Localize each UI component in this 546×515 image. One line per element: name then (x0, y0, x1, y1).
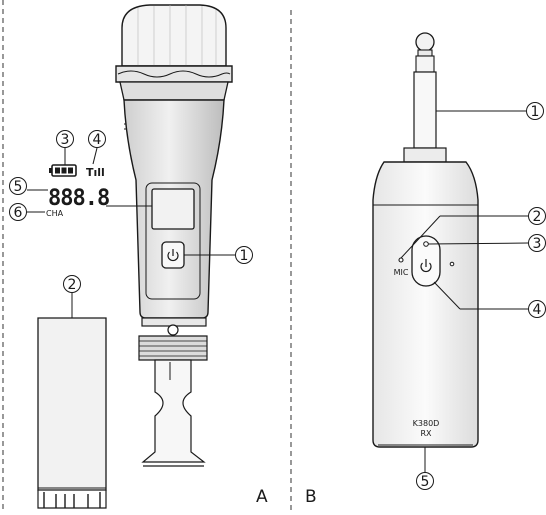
panel-b-callouts (400, 102, 546, 490)
callout-b1-circle (526, 102, 544, 120)
channel-label: CHA (46, 209, 64, 218)
callout-b2-leader-a (400, 215, 441, 259)
callout-b2-number: 2 (533, 209, 542, 225)
jack-ring-1 (417, 49, 433, 57)
callout-b5-circle (416, 472, 434, 490)
handheld-microphone (115, 4, 233, 467)
callout-a1-circle (235, 246, 253, 264)
mic-display-window (151, 188, 195, 230)
battery-level-icon-tip (49, 168, 52, 173)
callout-b4-number: 4 (533, 302, 542, 318)
receiver-power-icon (420, 259, 432, 273)
receiver-led (423, 241, 429, 247)
panel-b-letter: B (305, 487, 317, 507)
jack-ring-2 (415, 55, 435, 73)
panel-a-letter: A (256, 487, 268, 507)
mic-label: MIC (394, 268, 409, 277)
model-line-1: K380D (413, 419, 440, 428)
jack-shaft (413, 71, 437, 149)
callout-a6-circle (9, 203, 27, 221)
mic-control-panel (145, 182, 201, 300)
battery-bar-3 (68, 167, 73, 174)
grille-ring-wave (117, 70, 231, 78)
callout-a3-number: 3 (61, 132, 70, 148)
battery-bar-2 (61, 167, 67, 174)
receiver-unit: MIC K380D RX (372, 32, 479, 448)
battery-contacts (43, 492, 101, 508)
receiver-body (372, 161, 479, 448)
mic-thread-lines (139, 340, 207, 357)
callout-b3-number: 3 (533, 236, 542, 252)
grille-ring (115, 65, 233, 83)
lcd-detail: Tıll 888.8 CHA (46, 164, 152, 218)
callout-b3-leader (427, 242, 529, 245)
battery-bar-1 (55, 167, 60, 174)
frequency-digits: 888.8 (48, 186, 109, 211)
mic-neck (119, 81, 229, 101)
mic-grille (121, 4, 227, 67)
receiver-side-hole (449, 261, 455, 267)
callout-b5-number: 5 (421, 474, 430, 490)
callout-a4-number: 4 (93, 132, 102, 148)
callout-a5-circle (9, 177, 27, 195)
callout-b1-number: 1 (531, 104, 540, 120)
battery-cell-foot (37, 490, 107, 509)
callout-a3-circle (56, 130, 74, 148)
callout-a6-number: 6 (14, 205, 23, 221)
mic-stand-clip (141, 359, 206, 463)
callout-a5-number: 5 (14, 179, 23, 195)
jack-collar (403, 147, 447, 163)
signal-strength-icon: Tıll (86, 166, 105, 179)
panel-a-callouts (9, 130, 253, 318)
callout-b4-leader-a (433, 281, 461, 310)
callout-a2-circle (63, 275, 81, 293)
mic-thread (138, 335, 208, 361)
mic-power-icon (167, 249, 179, 262)
callout-a4-leader (92, 147, 98, 165)
grille-mesh (137, 5, 217, 66)
mic-screw (167, 324, 179, 336)
model-line-2: RX (420, 429, 432, 438)
callout-a2-number: 2 (68, 277, 77, 293)
mic-hole (398, 257, 404, 263)
jack-tip (415, 32, 435, 52)
callout-a1-number: 1 (240, 248, 249, 264)
battery-cell (37, 317, 107, 509)
callout-a4-circle (88, 130, 106, 148)
battery-cell-body (37, 317, 107, 491)
